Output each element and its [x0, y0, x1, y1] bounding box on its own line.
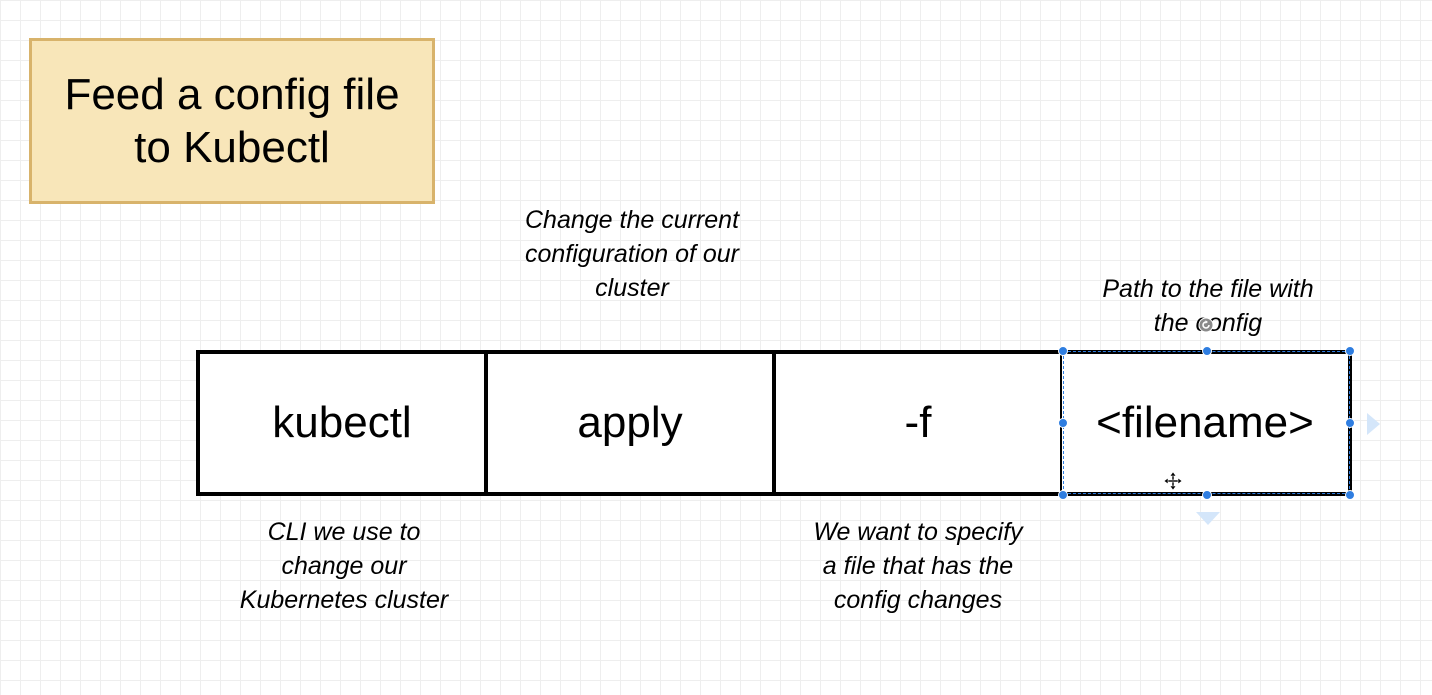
resize-handle-bottom-left[interactable] [1058, 490, 1068, 500]
resize-handle-top-left[interactable] [1058, 346, 1068, 356]
selection-outline [1063, 351, 1350, 494]
command-part-flag[interactable]: -f [772, 350, 1064, 496]
resize-handle-left[interactable] [1058, 418, 1068, 428]
move-icon[interactable] [1163, 471, 1183, 491]
command-part-label: kubectl [272, 398, 412, 447]
title-box[interactable]: Feed a config file to Kubectl [29, 38, 435, 204]
rotate-icon[interactable] [1198, 317, 1214, 333]
resize-handle-top-right[interactable] [1345, 346, 1355, 356]
note-below-flag[interactable]: We want to specify a file that has the c… [813, 518, 1023, 614]
command-part-apply[interactable]: apply [484, 350, 776, 496]
command-part-kubectl[interactable]: kubectl [196, 350, 488, 496]
connect-arrow-down-icon[interactable] [1196, 512, 1220, 525]
resize-handle-top[interactable] [1202, 346, 1212, 356]
note-below-kubectl[interactable]: CLI we use to change our Kubernetes clus… [239, 518, 449, 614]
resize-handle-right[interactable] [1345, 418, 1355, 428]
title-text: Feed a config file to Kubectl [64, 70, 400, 172]
resize-handle-bottom[interactable] [1202, 490, 1212, 500]
command-part-label: apply [577, 398, 683, 447]
connect-arrow-right-icon[interactable] [1367, 413, 1380, 435]
resize-handle-bottom-right[interactable] [1345, 490, 1355, 500]
command-part-label: -f [904, 398, 932, 447]
command-part-label: <filename> [1096, 398, 1314, 447]
note-above-apply[interactable]: Change the current configuration of our … [524, 206, 740, 302]
